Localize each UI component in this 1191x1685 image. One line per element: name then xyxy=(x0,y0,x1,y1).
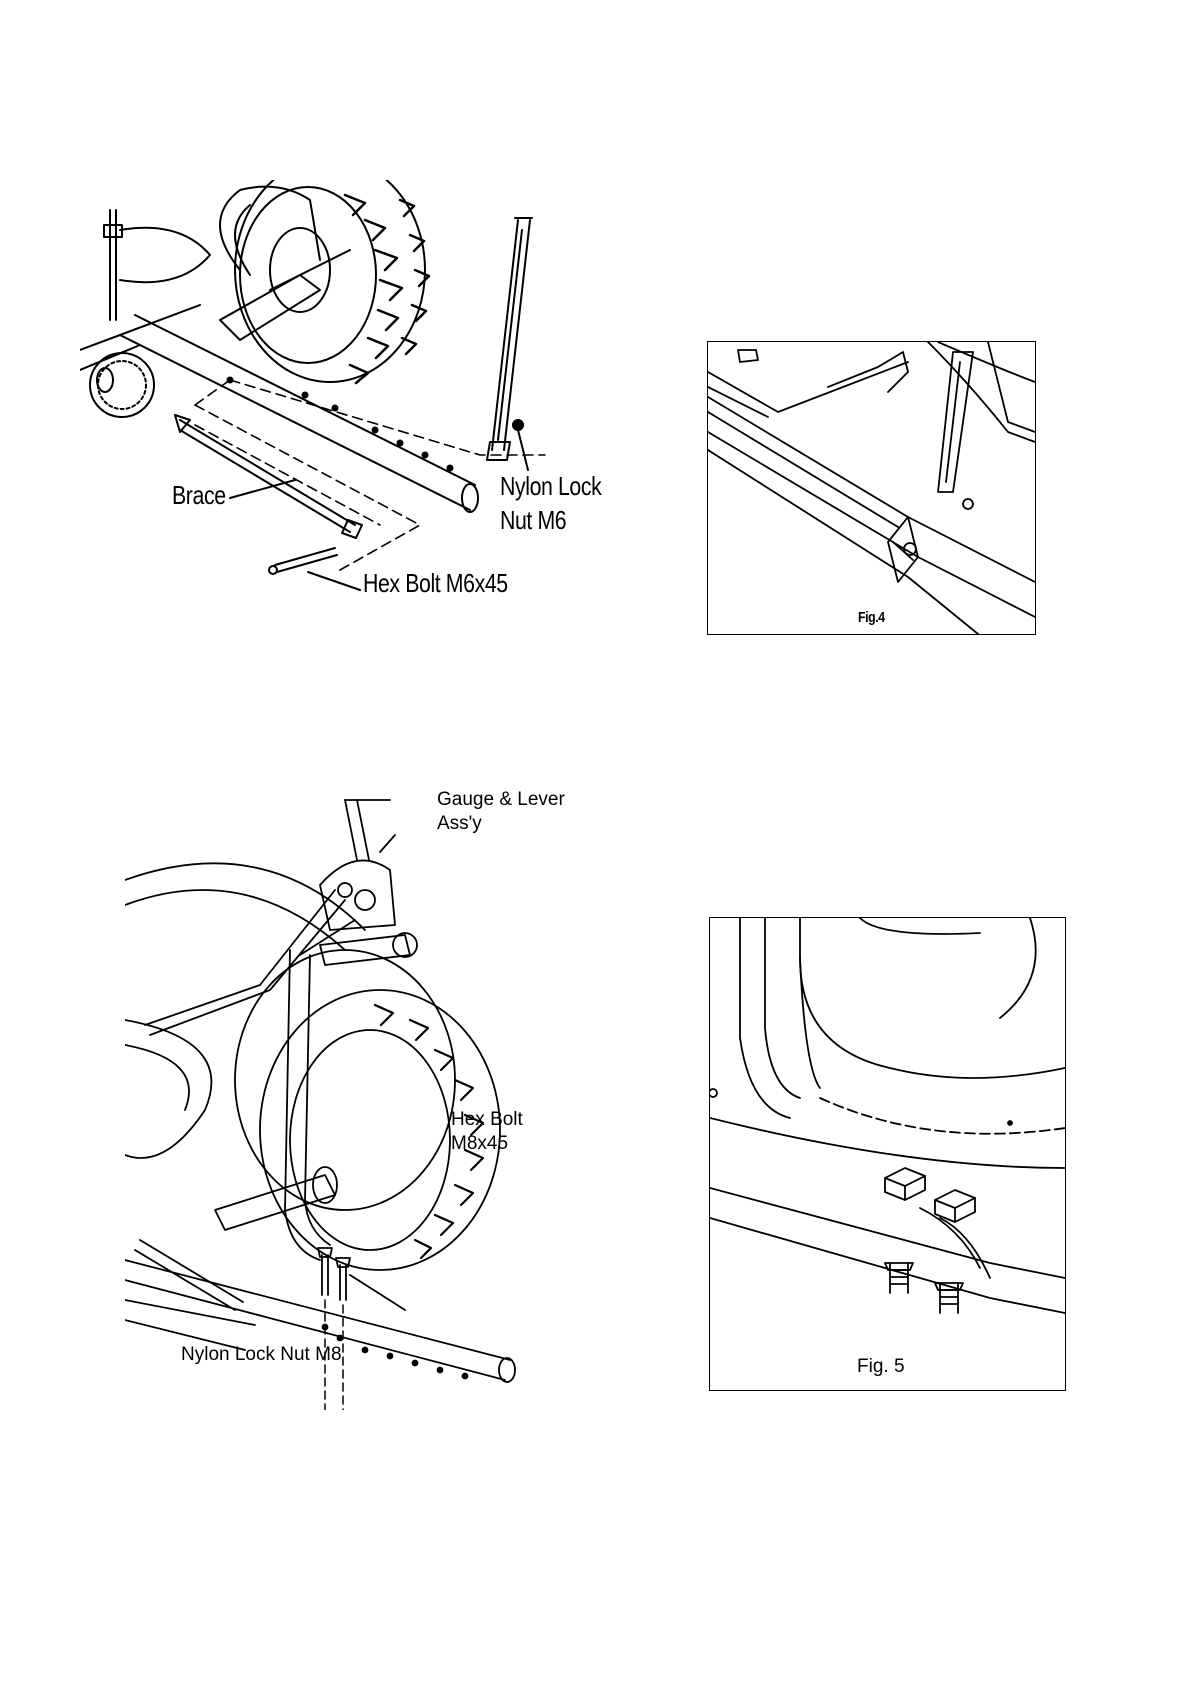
figure-5-caption: Fig. 5 xyxy=(857,1356,905,1378)
figure-5-drawing xyxy=(710,918,1065,1390)
hex-bolt-m8x45-label-line1: Hex Bolt xyxy=(451,1110,523,1129)
gauge-lever-assembly-drawing xyxy=(125,790,610,1410)
figure-4-caption: Fig.4 xyxy=(858,609,885,626)
brace-label: Brace xyxy=(172,482,226,508)
figure-4-detail: Fig.4 xyxy=(707,341,1036,635)
diagram-gauge-lever-assembly: Gauge & Lever Ass'y Hex Bolt M8x45 Nylon… xyxy=(125,790,610,1410)
hex-bolt-m6x45-label: Hex Bolt M6x45 xyxy=(363,570,508,596)
nylon-lock-nut-m8-label: Nylon Lock Nut M8 xyxy=(181,1345,342,1364)
figure-5-detail: Fig. 5 xyxy=(709,917,1066,1391)
figure-4-drawing xyxy=(708,342,1035,634)
nylon-lock-nut-m6-label-line2: Nut M6 xyxy=(500,507,566,533)
gauge-lever-label-line1: Gauge & Lever xyxy=(437,790,565,809)
diagram-brace-assembly: Brace Nylon Lock Nut M6 Hex Bolt M6x45 xyxy=(80,180,680,660)
hex-bolt-m8x45-label-line2: M8x45 xyxy=(451,1134,508,1153)
nylon-lock-nut-m6-label-line1: Nylon Lock xyxy=(500,473,601,499)
gauge-lever-label-line2: Ass'y xyxy=(437,814,482,833)
